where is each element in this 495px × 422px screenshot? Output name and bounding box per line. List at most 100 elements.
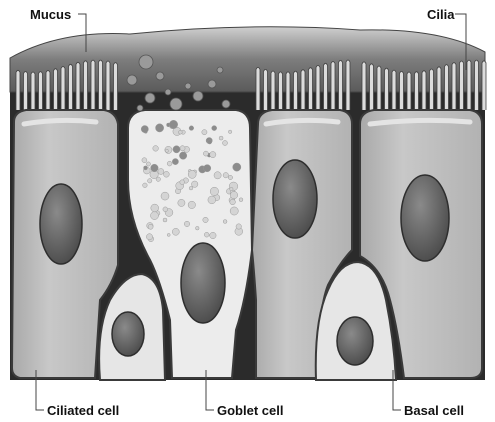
secretory-granule bbox=[188, 201, 195, 208]
secretory-granule bbox=[230, 191, 237, 198]
cilium bbox=[346, 60, 350, 110]
secretory-granule bbox=[143, 183, 148, 188]
secretory-granule bbox=[153, 146, 159, 152]
mucus-droplet bbox=[170, 98, 182, 110]
mucus-droplet bbox=[185, 83, 191, 89]
cilium bbox=[31, 72, 35, 110]
cilium bbox=[362, 62, 366, 110]
cilium bbox=[114, 63, 118, 110]
cilium bbox=[316, 65, 320, 110]
cilium bbox=[61, 67, 65, 111]
mucus-droplet bbox=[193, 91, 203, 101]
secretory-granule bbox=[167, 161, 172, 166]
secretory-granule bbox=[169, 120, 177, 128]
secretory-granule bbox=[172, 228, 179, 235]
secretory-granule bbox=[230, 187, 233, 190]
cilium bbox=[76, 62, 80, 110]
secretory-granule bbox=[223, 141, 228, 146]
secretory-granule bbox=[167, 233, 170, 236]
mucus-layer bbox=[10, 27, 485, 92]
secretory-granule bbox=[189, 186, 193, 190]
secretory-granule bbox=[148, 179, 152, 183]
secretory-granule bbox=[148, 224, 153, 229]
cilium bbox=[39, 72, 43, 110]
cilium bbox=[106, 61, 110, 110]
cilium bbox=[16, 70, 20, 110]
secretory-granule bbox=[144, 166, 148, 170]
goblet-cell-nucleus bbox=[181, 243, 225, 323]
mucus-droplet bbox=[127, 75, 137, 85]
secretory-granule bbox=[202, 130, 207, 135]
secretory-granule bbox=[172, 159, 178, 165]
secretory-granule bbox=[208, 196, 216, 204]
ciliated-cell-1-nucleus bbox=[40, 184, 82, 264]
secretory-granule bbox=[178, 199, 185, 206]
cilium bbox=[294, 71, 298, 110]
secretory-granule bbox=[164, 171, 170, 177]
cilium bbox=[460, 61, 464, 110]
secretory-granule bbox=[161, 192, 169, 200]
mucus-droplet bbox=[145, 93, 155, 103]
secretory-granule bbox=[219, 136, 223, 140]
ciliated-cell-3-nucleus bbox=[401, 175, 449, 261]
cilium bbox=[69, 64, 73, 110]
ciliated-cell-2-nucleus bbox=[273, 160, 317, 238]
cilium bbox=[482, 61, 486, 110]
cilium bbox=[370, 64, 374, 110]
secretory-granule bbox=[151, 164, 159, 172]
cilium bbox=[452, 63, 456, 110]
mucus-droplet bbox=[156, 72, 164, 80]
secretory-granule bbox=[188, 170, 196, 178]
cilium bbox=[264, 69, 268, 110]
secretory-granule bbox=[203, 217, 208, 222]
cilium bbox=[54, 69, 58, 110]
cilium bbox=[400, 71, 404, 110]
secretory-granule bbox=[196, 226, 200, 230]
mucus-droplet bbox=[165, 89, 171, 95]
mucus-droplet bbox=[217, 67, 223, 73]
secretory-granule bbox=[146, 162, 150, 166]
secretory-granule bbox=[151, 204, 159, 212]
secretory-granule bbox=[230, 207, 238, 215]
secretory-granule bbox=[173, 146, 180, 153]
cilium bbox=[445, 65, 449, 110]
cilium bbox=[46, 71, 50, 111]
secretory-granule bbox=[203, 151, 208, 156]
secretory-granule bbox=[230, 199, 236, 205]
basal-cell-2-nucleus bbox=[337, 317, 373, 365]
cilium bbox=[339, 60, 343, 110]
secretory-granule bbox=[228, 175, 232, 179]
cilium bbox=[407, 72, 411, 110]
cilium bbox=[422, 71, 426, 110]
secretory-granule bbox=[210, 187, 218, 195]
cilium bbox=[385, 68, 389, 110]
mucus-label: Mucus bbox=[30, 8, 71, 21]
cilium bbox=[256, 67, 260, 110]
secretory-granule bbox=[163, 218, 167, 222]
secretory-granule bbox=[158, 169, 164, 175]
cilium bbox=[309, 68, 313, 110]
cilium bbox=[475, 60, 479, 110]
secretory-granule bbox=[189, 126, 194, 131]
cilium bbox=[377, 66, 381, 110]
cilium bbox=[99, 60, 103, 110]
cilium bbox=[286, 72, 290, 110]
secretory-granule bbox=[214, 172, 221, 179]
secretory-granule bbox=[179, 152, 186, 159]
cilium bbox=[24, 72, 28, 111]
secretory-granule bbox=[223, 220, 227, 224]
cilium bbox=[467, 60, 471, 110]
ciliated-cell-label: Ciliated cell bbox=[47, 404, 119, 417]
cilium bbox=[324, 63, 328, 110]
basal-cell-1-nucleus bbox=[112, 312, 144, 356]
secretory-granule bbox=[208, 140, 212, 144]
secretory-granule bbox=[142, 158, 147, 163]
secretory-granule bbox=[180, 180, 185, 185]
cilium bbox=[430, 69, 434, 110]
secretory-granule bbox=[146, 234, 152, 240]
secretory-granule bbox=[228, 130, 231, 133]
cilium bbox=[331, 62, 335, 111]
secretory-granule bbox=[223, 173, 228, 178]
cilium bbox=[415, 72, 419, 110]
